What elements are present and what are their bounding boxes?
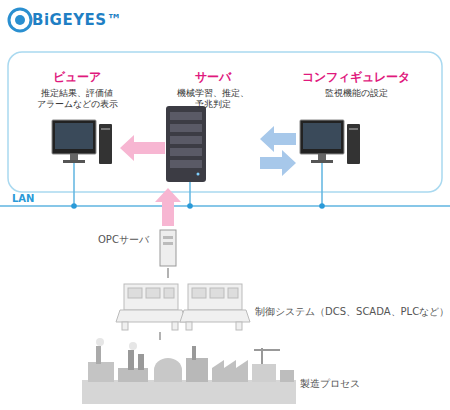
- lan-drop: [321, 163, 323, 206]
- lan-dot: [319, 203, 325, 209]
- opc-device: [160, 230, 176, 266]
- box-label: 製造プロセス: [300, 378, 360, 390]
- box-body: 機械学習、推定、 予兆判定: [165, 88, 260, 110]
- viewer-box: ビューア推定結果、評価値 アラームなどの表示: [34, 70, 120, 188]
- block-arrow: [155, 188, 181, 226]
- server-box: サーバ機械学習、推定、 予兆判定: [165, 70, 260, 188]
- lan-dot: [71, 203, 77, 209]
- control-console: [116, 284, 250, 330]
- box-label: OPCサーバ: [98, 234, 149, 246]
- network-label: LAN: [12, 193, 34, 204]
- lan-drop: [73, 163, 75, 206]
- connector-line: [159, 332, 161, 340]
- block-arrow: [120, 135, 165, 161]
- box-title: コンフィギュレータ: [296, 70, 416, 84]
- computer-icon: [300, 120, 360, 164]
- block-arrow: [260, 150, 296, 176]
- box-label: 制御システム（DCS、SCADA、PLCなど）: [255, 306, 449, 318]
- logo-text: BiGEYES™: [32, 11, 122, 29]
- lan-line: [0, 205, 450, 207]
- logo-ring: [9, 9, 31, 31]
- logo-dot: [15, 15, 25, 25]
- box-body: 監視機能の設定: [296, 88, 416, 99]
- box-title: ビューア: [34, 70, 120, 84]
- configurator-box: コンフィギュレータ監視機能の設定: [296, 70, 416, 188]
- lan-dot: [187, 203, 193, 209]
- lan-panel: [8, 52, 442, 192]
- server-icon: [166, 106, 206, 182]
- box-title: サーバ: [165, 70, 260, 84]
- opc-server-box: OPCサーバ: [98, 226, 180, 268]
- block-arrow: [260, 126, 296, 152]
- computer-icon: [52, 120, 112, 164]
- box-body: 推定結果、評価値 アラームなどの表示: [34, 88, 120, 110]
- lan-drop: [189, 182, 191, 206]
- connector-line: [167, 268, 169, 278]
- control-system-box: 制御システム（DCS、SCADA、PLCなど）: [116, 278, 448, 332]
- factory-illustration: [82, 338, 296, 404]
- process-box: 製造プロセス: [80, 340, 410, 408]
